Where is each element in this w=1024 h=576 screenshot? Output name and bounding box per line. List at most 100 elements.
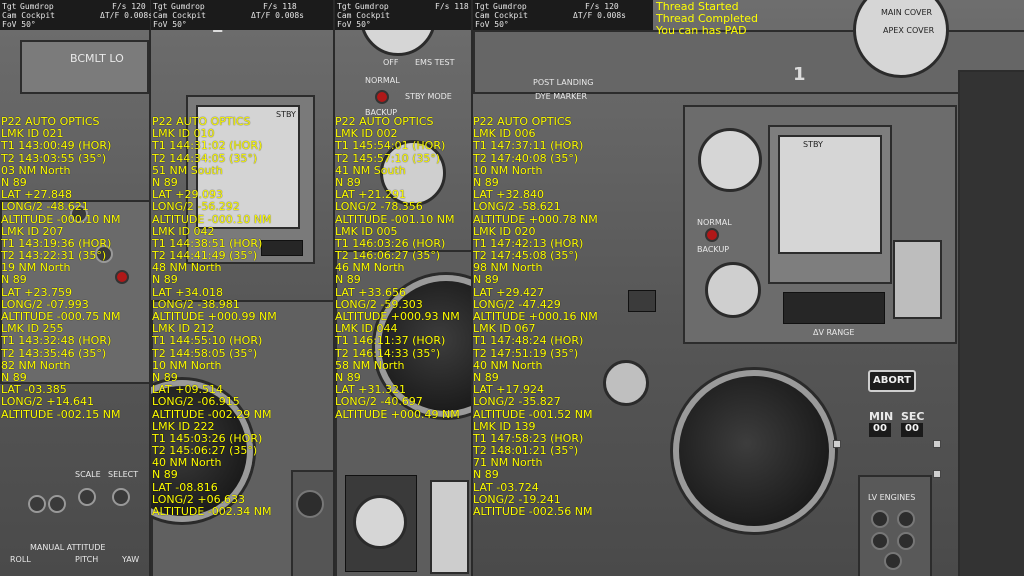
backup-label: BACKUP	[365, 108, 398, 117]
pane1-red-switch[interactable]	[115, 270, 129, 284]
pad-line: ALTITUDE -000.75 NM	[1, 310, 121, 323]
abort-button[interactable]: ABORT	[868, 370, 916, 392]
status-thread-started: Thread Started	[656, 0, 739, 13]
pad-line: N 89	[473, 175, 499, 189]
pane1-switch-b[interactable]	[95, 245, 113, 263]
hud-target-name: Gumdrop	[171, 2, 205, 11]
pad-line: T1 146:11:37 (HOR)	[335, 334, 446, 348]
pad-line: T1 143:19:36 (HOR)	[1, 236, 112, 250]
hud-frame-time: ΔT/F 0.008s	[100, 11, 153, 20]
scale-label: SCALE	[75, 470, 101, 479]
pad-line: LONG/2 -40.697	[335, 395, 423, 409]
pad-line: LMK ID 067	[473, 322, 536, 336]
pad-line: T2 147:51:19 (35°)	[473, 346, 579, 360]
rsi-indicator	[380, 140, 446, 206]
pad-line: N 89	[335, 370, 361, 384]
pad-line: LMK ID 255	[1, 322, 64, 336]
pad-line: T1 143:00:49 (HOR)	[1, 139, 112, 153]
dye-marker-label: DYE MARKER	[535, 92, 587, 101]
pad-line: T2 146:06:27 (35°)	[335, 249, 441, 263]
pad-line: LMK ID 020	[473, 224, 536, 238]
pad-line: T1 146:03:26 (HOR)	[335, 236, 446, 250]
pad-line: LONG/2 -47.429	[473, 297, 561, 311]
stby-mode-switch-4[interactable]	[705, 228, 719, 242]
rate-switch-1[interactable]	[28, 495, 46, 513]
pad-line: LAT +21.291	[335, 188, 406, 202]
pad-line: LAT -03.724	[473, 480, 539, 494]
pad-line: LAT +29.093	[152, 188, 223, 202]
pad-line: T1 145:54:01 (HOR)	[335, 139, 446, 153]
post-landing-label: POST LANDING	[533, 78, 594, 87]
pad-line: LONG/2 -07.993	[1, 297, 89, 311]
pad-line: P22 AUTO OPTICS	[152, 115, 251, 128]
rate-switch-2[interactable]	[48, 495, 66, 513]
hud-frame-time: ΔT/F 0.008s	[251, 11, 304, 20]
pad-line: N 89	[152, 468, 178, 482]
pad-line: T1 144:55:10 (HOR)	[152, 334, 263, 348]
select-switch[interactable]	[112, 488, 130, 506]
pad-line: T2 145:57:10 (35°)	[335, 151, 441, 165]
pad-line: LMK ID 044	[335, 322, 398, 336]
timer-sec: 00	[901, 423, 923, 437]
pane1-upper-panel	[0, 200, 150, 384]
pad-line: 58 NM North	[335, 358, 405, 372]
hud-frame-time: ΔT/F 0.008s	[573, 11, 626, 20]
pane2-knob[interactable]	[296, 490, 324, 518]
pad-line: ALTITUDE -002.56 NM	[473, 505, 593, 518]
pad-line: P22 AUTO OPTICS	[473, 115, 572, 128]
pad-line: N 89	[152, 370, 178, 384]
pad-line: 41 NM South	[335, 163, 406, 177]
pane2-readout	[261, 240, 303, 256]
entry-mode-dial[interactable]	[698, 128, 762, 192]
pad-line: LONG/2 -06.915	[152, 395, 240, 409]
pane-divider-3	[471, 0, 473, 576]
hud-bar-2: Tgt Gumdrop Cam Cockpit FoV 50° F/s 118 …	[151, 0, 333, 30]
pad-line: LONG/2 -38.981	[152, 297, 240, 311]
pad-line: LONG/2 -78.356	[335, 200, 423, 214]
cockpit-pane-4: POST LANDING DYE MARKER 1 MAIN COVER APE…	[473, 0, 1024, 576]
pad-line: T1 145:03:26 (HOR)	[152, 431, 263, 445]
dv-range-label: ΔV RANGE	[813, 328, 855, 337]
pad-line: LMK ID 222	[152, 419, 215, 433]
pad-line: T1 144:38:51 (HOR)	[152, 236, 263, 250]
pad-line: N 89	[152, 175, 178, 189]
pad-line: T2 144:34:05 (35°)	[152, 151, 258, 165]
pad-line: ALTITUDE +000.93 NM	[335, 310, 460, 323]
apex-cover-label: APEX COVER	[883, 26, 935, 35]
pad-line: LONG/2 -19.241	[473, 492, 561, 506]
pad-line: T1 147:58:23 (HOR)	[473, 431, 584, 445]
hud-target-name: Gumdrop	[355, 2, 389, 11]
master-alarm-button[interactable]	[628, 290, 656, 312]
pane1-switch-a[interactable]	[70, 205, 88, 223]
pad-line: T2 146:14:33 (35°)	[335, 346, 441, 360]
pad-line: LONG/2 -48.621	[1, 200, 89, 214]
stby-mode-switch[interactable]	[375, 90, 389, 104]
pad-line: LMK ID 042	[152, 224, 215, 238]
hud-bar-4: Tgt Gumdrop Cam Cockpit FoV 50° F/s 120 …	[473, 0, 653, 30]
pad-line: ALTITUDE -002.34 NM	[152, 505, 272, 518]
hud-camera: Cam Cockpit	[2, 11, 55, 20]
timer-min: 00	[869, 423, 891, 437]
pad-line: LMK ID 010	[152, 127, 215, 141]
hud-fov: FoV 50°	[337, 20, 371, 29]
pad-line: LAT +27.848	[1, 188, 72, 202]
yaw-label: YAW	[122, 555, 140, 564]
pad-line: LMK ID 002	[335, 127, 398, 141]
hud-target-label: Tgt	[153, 2, 168, 11]
pad-line: 98 NM North	[473, 261, 543, 275]
pad-line: LAT +32.840	[473, 188, 544, 202]
pad-line: LAT -08.816	[152, 480, 218, 494]
pad-line: 40 NM North	[473, 358, 543, 372]
hud-target-label: Tgt	[337, 2, 352, 11]
bcmlt-plate	[20, 40, 149, 94]
pad-line: LONG/2 -58.621	[473, 200, 561, 214]
pad-line: LMK ID 006	[473, 127, 536, 141]
pad-line: LMK ID 021	[1, 127, 64, 141]
dv-range-readout	[783, 292, 885, 324]
pad-line: N 89	[1, 273, 27, 287]
backup-label-4: BACKUP	[697, 245, 730, 254]
pad-line: N 89	[335, 273, 361, 287]
scale-switch[interactable]	[78, 488, 96, 506]
